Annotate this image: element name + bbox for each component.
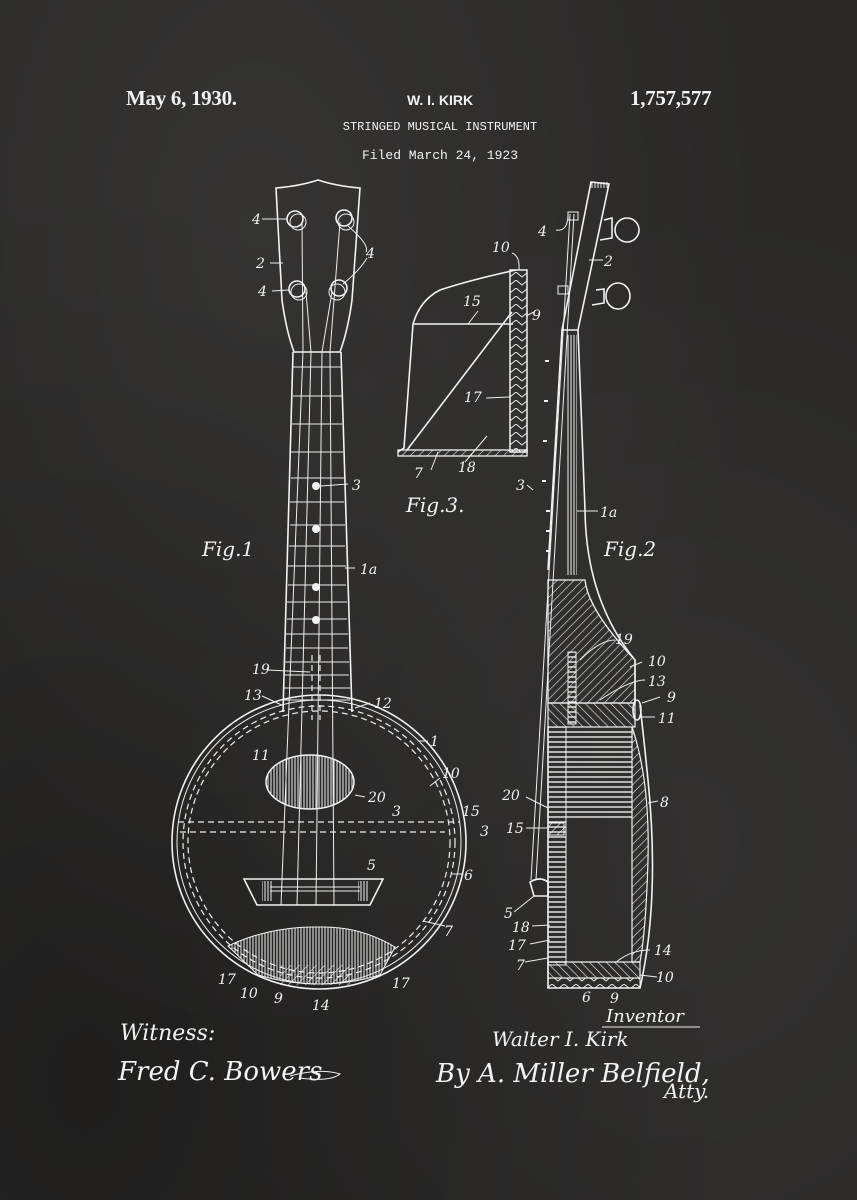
witness-label: Witness: [120, 1021, 215, 1046]
svg-text:20: 20 [367, 790, 386, 806]
svg-text:18: 18 [458, 460, 476, 476]
svg-text:14: 14 [654, 943, 672, 959]
svg-text:4: 4 [537, 224, 547, 240]
svg-text:5: 5 [504, 906, 513, 922]
issue-date: May 6, 1930. [126, 86, 237, 110]
svg-text:8: 8 [660, 795, 669, 811]
svg-text:15: 15 [462, 804, 480, 820]
svg-text:3: 3 [352, 478, 361, 494]
svg-text:11: 11 [658, 711, 676, 727]
svg-text:7: 7 [414, 466, 423, 482]
svg-text:6: 6 [582, 990, 591, 1006]
svg-text:3: 3 [480, 824, 489, 840]
svg-text:13: 13 [648, 674, 666, 690]
svg-text:10: 10 [648, 654, 666, 670]
svg-text:4: 4 [365, 246, 375, 262]
svg-text:10: 10 [442, 766, 460, 782]
svg-text:10: 10 [492, 240, 510, 256]
svg-text:3: 3 [516, 478, 525, 494]
attorney-suffix: Atty. [662, 1079, 709, 1103]
attorney-signature: By A. Miller Belfield, [435, 1059, 710, 1089]
svg-text:14: 14 [312, 998, 330, 1014]
fig1-caption: Fig.1 [201, 537, 254, 561]
svg-text:1: 1 [430, 734, 439, 750]
figure-1-front-view [171, 179, 467, 990]
svg-text:4: 4 [251, 212, 261, 228]
svg-text:2: 2 [255, 256, 265, 272]
figure-1-labels: 4 2 4 4 3 1a 19 13 12 11 1 10 20 3 15 3 … [201, 212, 489, 1014]
svg-text:9: 9 [532, 308, 541, 324]
inventor-signature: Walter I. Kirk [492, 1027, 629, 1051]
svg-text:13: 13 [244, 688, 262, 704]
patent-number: 1,757,577 [630, 86, 712, 110]
svg-text:10: 10 [240, 986, 258, 1002]
svg-text:12: 12 [374, 696, 392, 712]
svg-text:9: 9 [274, 991, 283, 1007]
fig2-caption: Fig.2 [603, 537, 656, 561]
svg-text:19: 19 [615, 632, 633, 648]
svg-text:1a: 1a [360, 562, 377, 578]
svg-text:15: 15 [463, 294, 481, 310]
svg-text:10: 10 [656, 970, 674, 986]
svg-text:17: 17 [392, 976, 410, 992]
svg-text:7: 7 [516, 958, 525, 974]
svg-text:11: 11 [252, 748, 270, 764]
svg-text:20: 20 [501, 788, 520, 804]
svg-text:6: 6 [464, 868, 473, 884]
svg-text:5: 5 [367, 858, 376, 874]
svg-text:2: 2 [603, 254, 613, 270]
svg-text:17: 17 [464, 390, 482, 406]
fig3-caption: Fig.3. [405, 493, 465, 517]
svg-text:3: 3 [392, 804, 401, 820]
svg-text:7: 7 [444, 924, 453, 940]
signatures: Witness: Fred C. Bowers Inventor Walter … [117, 1006, 710, 1103]
svg-text:9: 9 [610, 991, 619, 1007]
svg-text:1a: 1a [600, 505, 617, 521]
figure-3-section-detail: 10 15 9 17 7 18 Fig.3. [397, 240, 541, 517]
patent-title: STRINGED MUSICAL INSTRUMENT [342, 120, 538, 134]
svg-text:18: 18 [512, 920, 530, 936]
filed-date: Filed March 24, 1923 [361, 148, 519, 163]
figure-2-side-section: 4 2 3 1a 19 10 13 9 11 8 20 15 5 18 17 7… [501, 181, 676, 1007]
svg-text:15: 15 [506, 821, 524, 837]
svg-text:19: 19 [252, 662, 270, 678]
inventor-label: Inventor [605, 1006, 685, 1027]
inventor-short-name: W. I. KIRK [406, 92, 474, 108]
witness-signature: Fred C. Bowers [117, 1057, 322, 1087]
svg-text:4: 4 [257, 284, 267, 300]
svg-text:17: 17 [508, 938, 526, 954]
svg-text:17: 17 [218, 972, 236, 988]
svg-text:9: 9 [667, 690, 676, 706]
